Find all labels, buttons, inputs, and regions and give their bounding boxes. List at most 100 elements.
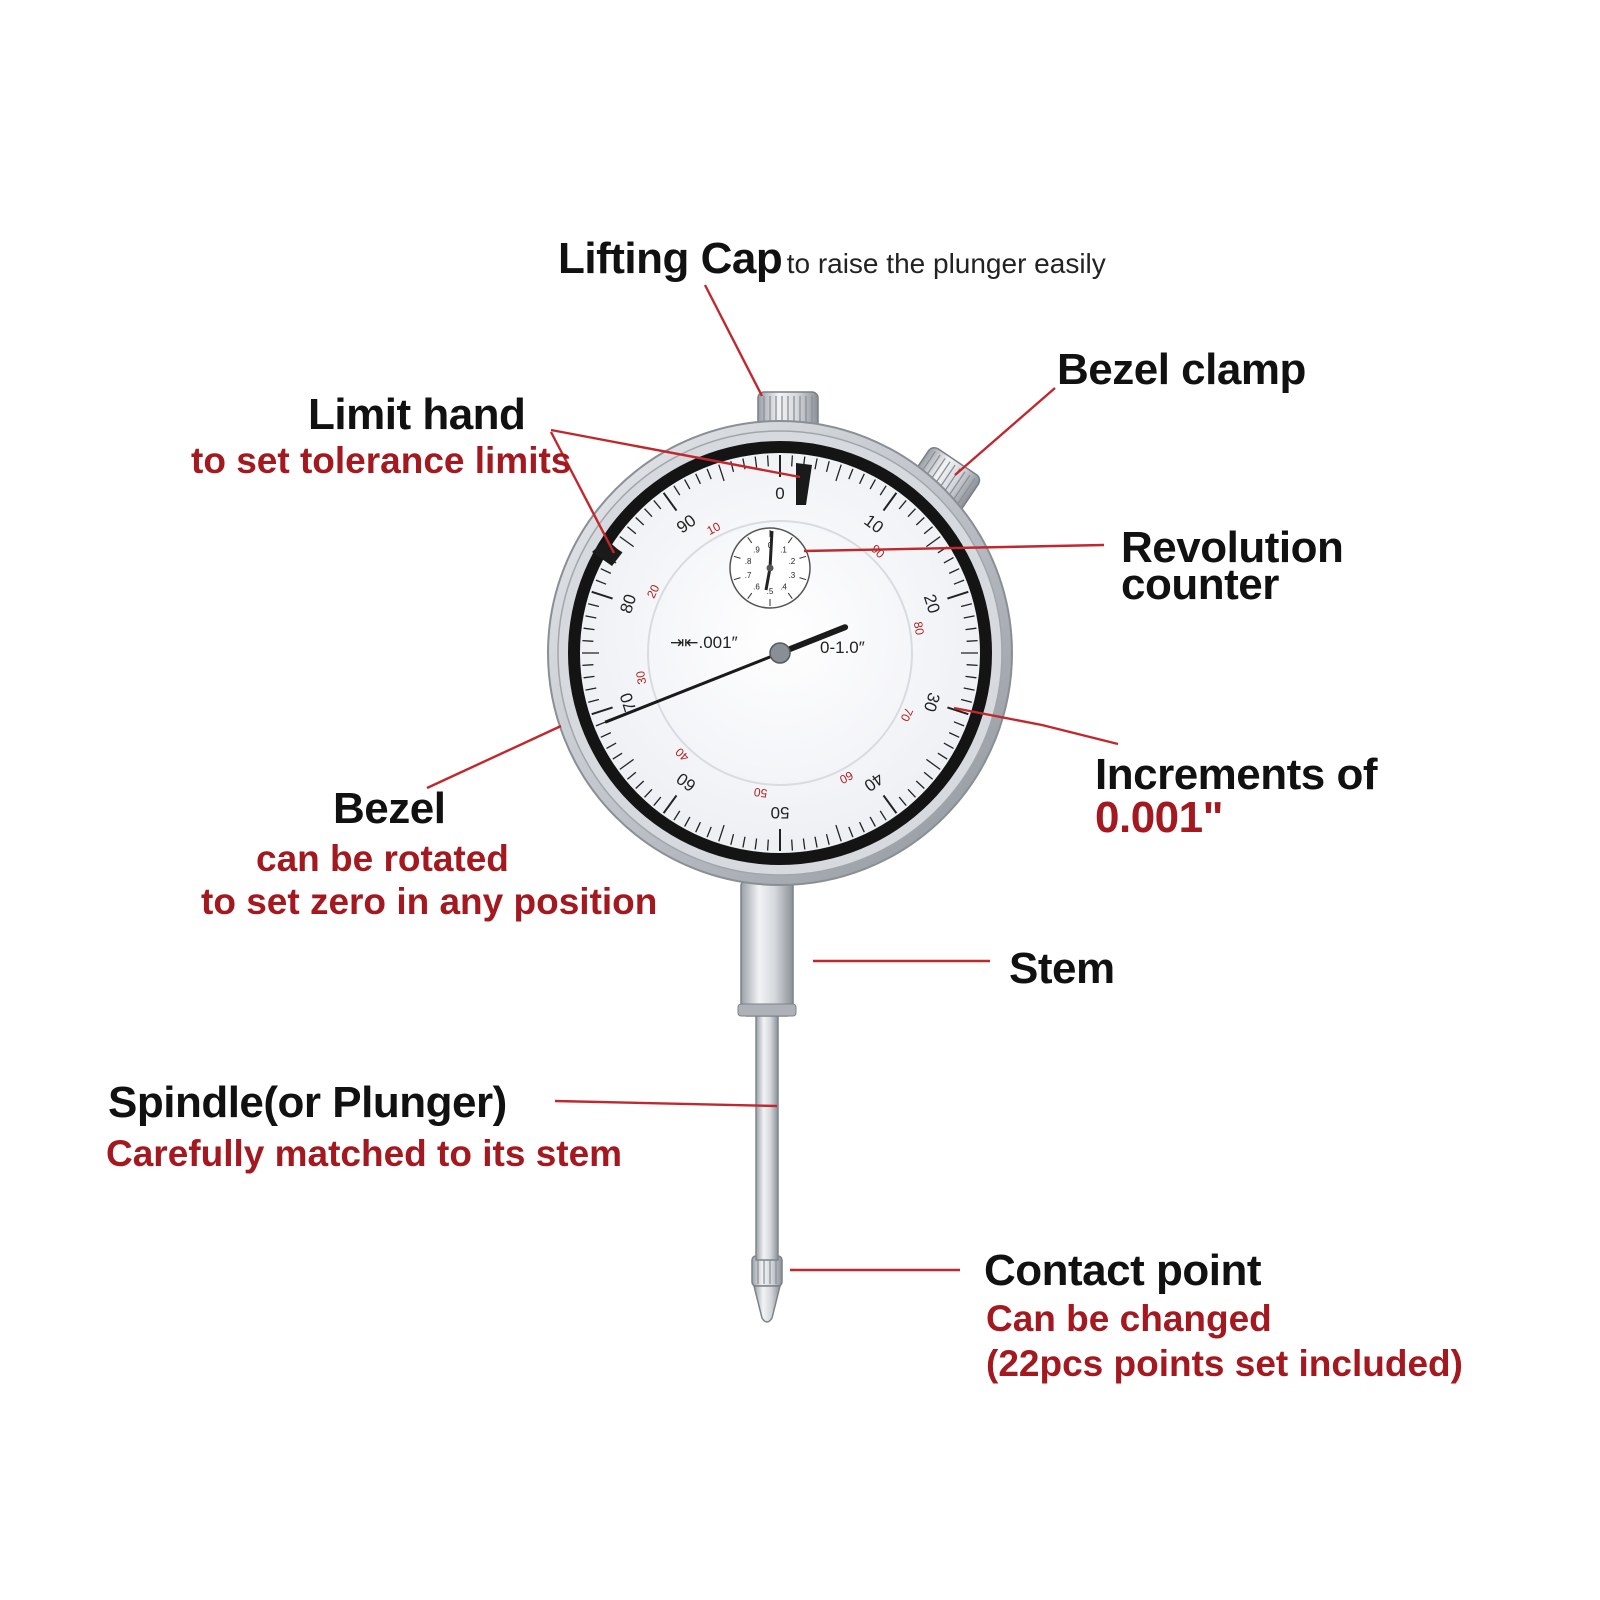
inner-scale-number: 30: [633, 670, 649, 686]
scale-tick: [582, 664, 594, 667]
counter-tick: [747, 592, 753, 599]
scale-tick: [814, 836, 818, 848]
outer-scale-ticks: [582, 455, 978, 851]
scale-tick: [585, 615, 597, 619]
scale-tick: [869, 816, 876, 827]
scale-tick: [963, 687, 975, 691]
outer-scale-number: 80: [616, 592, 640, 616]
lifting-cap-title: Lifting Cap: [558, 234, 783, 283]
scale-tick: [612, 752, 623, 760]
scale-tick: [835, 464, 842, 482]
scale-tick: [948, 568, 960, 574]
scale-tick: [965, 675, 977, 679]
spindle: [755, 1009, 779, 1261]
inner-scale-number: 60: [837, 768, 856, 787]
limit-hand-left: [592, 539, 622, 566]
revolution-counter-label-line1: Revolution: [1121, 523, 1344, 572]
scale-tick: [583, 627, 595, 631]
scale-tick: [825, 833, 830, 845]
scale-tick: [948, 732, 960, 738]
scale-tick: [859, 821, 865, 833]
counter-tick: [733, 555, 741, 559]
counter-tick: [787, 592, 793, 599]
scale-tick: [653, 796, 662, 807]
scale-tick: [766, 455, 769, 467]
scale-tick: [582, 639, 594, 642]
scale-tick: [966, 664, 978, 667]
outer-scale-number: 30: [920, 690, 944, 714]
scale-tick: [943, 557, 954, 564]
counter-number: .9: [753, 545, 760, 554]
scale-tick: [766, 839, 769, 851]
scale-tick: [588, 698, 600, 703]
leader-limit-hand-2: [549, 431, 616, 554]
scale-tick: [583, 675, 595, 679]
scale-tick: [879, 810, 887, 821]
scale-tick: [791, 839, 794, 851]
scale-tick: [718, 464, 725, 482]
limit-hand: [796, 463, 812, 505]
counter-tick: [787, 537, 793, 544]
counter-number: .5: [767, 587, 774, 596]
revolution-counter-label-line2: counter: [1121, 560, 1279, 609]
main-pointer: [604, 624, 849, 724]
increments-label-line2: 0.001": [1095, 793, 1223, 842]
scale-tick: [644, 788, 653, 798]
scale-tick: [963, 615, 975, 619]
scale-tick: [706, 468, 712, 480]
counter-number: .3: [789, 571, 796, 580]
contact-point-label: Contact point: [984, 1246, 1262, 1295]
leader-revolution-counter: [803, 543, 1105, 553]
inner-scale-number: 20: [644, 582, 663, 600]
scale-tick: [754, 838, 758, 850]
counter-number: .8: [745, 557, 752, 566]
counter-tick: [799, 577, 807, 581]
leader-bezel: [426, 724, 562, 790]
scale-tick: [626, 526, 637, 535]
scale-tick: [591, 706, 613, 716]
scale-tick: [684, 816, 691, 827]
scale-tick: [907, 788, 916, 798]
outer-scale-number: 0: [775, 484, 784, 503]
bezel-desc-line2: to set zero in any position: [201, 881, 658, 922]
scale-tick: [585, 687, 597, 691]
scale-tick: [960, 698, 972, 703]
dial-resolution-text: ⇥⇤.001″: [670, 633, 738, 652]
counter-tick: [733, 577, 741, 581]
scale-tick: [814, 458, 818, 470]
scale-tick: [943, 742, 954, 749]
scale-tick: [606, 742, 617, 749]
scale-tick: [588, 603, 600, 608]
bezel-clamp-label: Bezel clamp: [1057, 345, 1306, 394]
scale-tick: [882, 794, 898, 814]
scale-tick: [898, 499, 907, 510]
scale-tick: [591, 590, 613, 600]
scale-tick: [937, 752, 948, 760]
counter-tick: [747, 537, 753, 544]
counter-number: .6: [753, 583, 760, 592]
inner-scale-number: 80: [911, 620, 927, 636]
scale-tick: [907, 508, 916, 518]
scale-tick: [730, 833, 735, 845]
scale-tick: [662, 492, 678, 512]
scale-tick: [600, 732, 612, 738]
stem: [737, 879, 797, 1017]
scale-tick: [848, 826, 854, 838]
limit-hand-label: Limit hand: [308, 390, 526, 439]
scale-tick: [619, 758, 634, 770]
scale-tick: [859, 473, 865, 485]
scale-tick: [802, 838, 806, 850]
dial-range-text: 0-1.0″: [820, 638, 865, 657]
increments-label-line1: Increments of: [1095, 750, 1378, 799]
scale-tick: [595, 579, 607, 585]
counter-number: .1: [780, 545, 787, 554]
bezel-label: Bezel: [333, 784, 446, 833]
scale-tick: [791, 455, 794, 467]
scale-tick: [695, 473, 701, 485]
bezel-desc-line1: can be rotated: [256, 838, 509, 879]
contact-point-desc-line2: (22pcs points set included): [986, 1343, 1463, 1384]
inner-scale-number: 70: [897, 706, 916, 724]
lifting-cap-label: Lifting Cap to raise the plunger easily: [558, 234, 1106, 283]
inner-scale-number: 50: [753, 785, 768, 801]
